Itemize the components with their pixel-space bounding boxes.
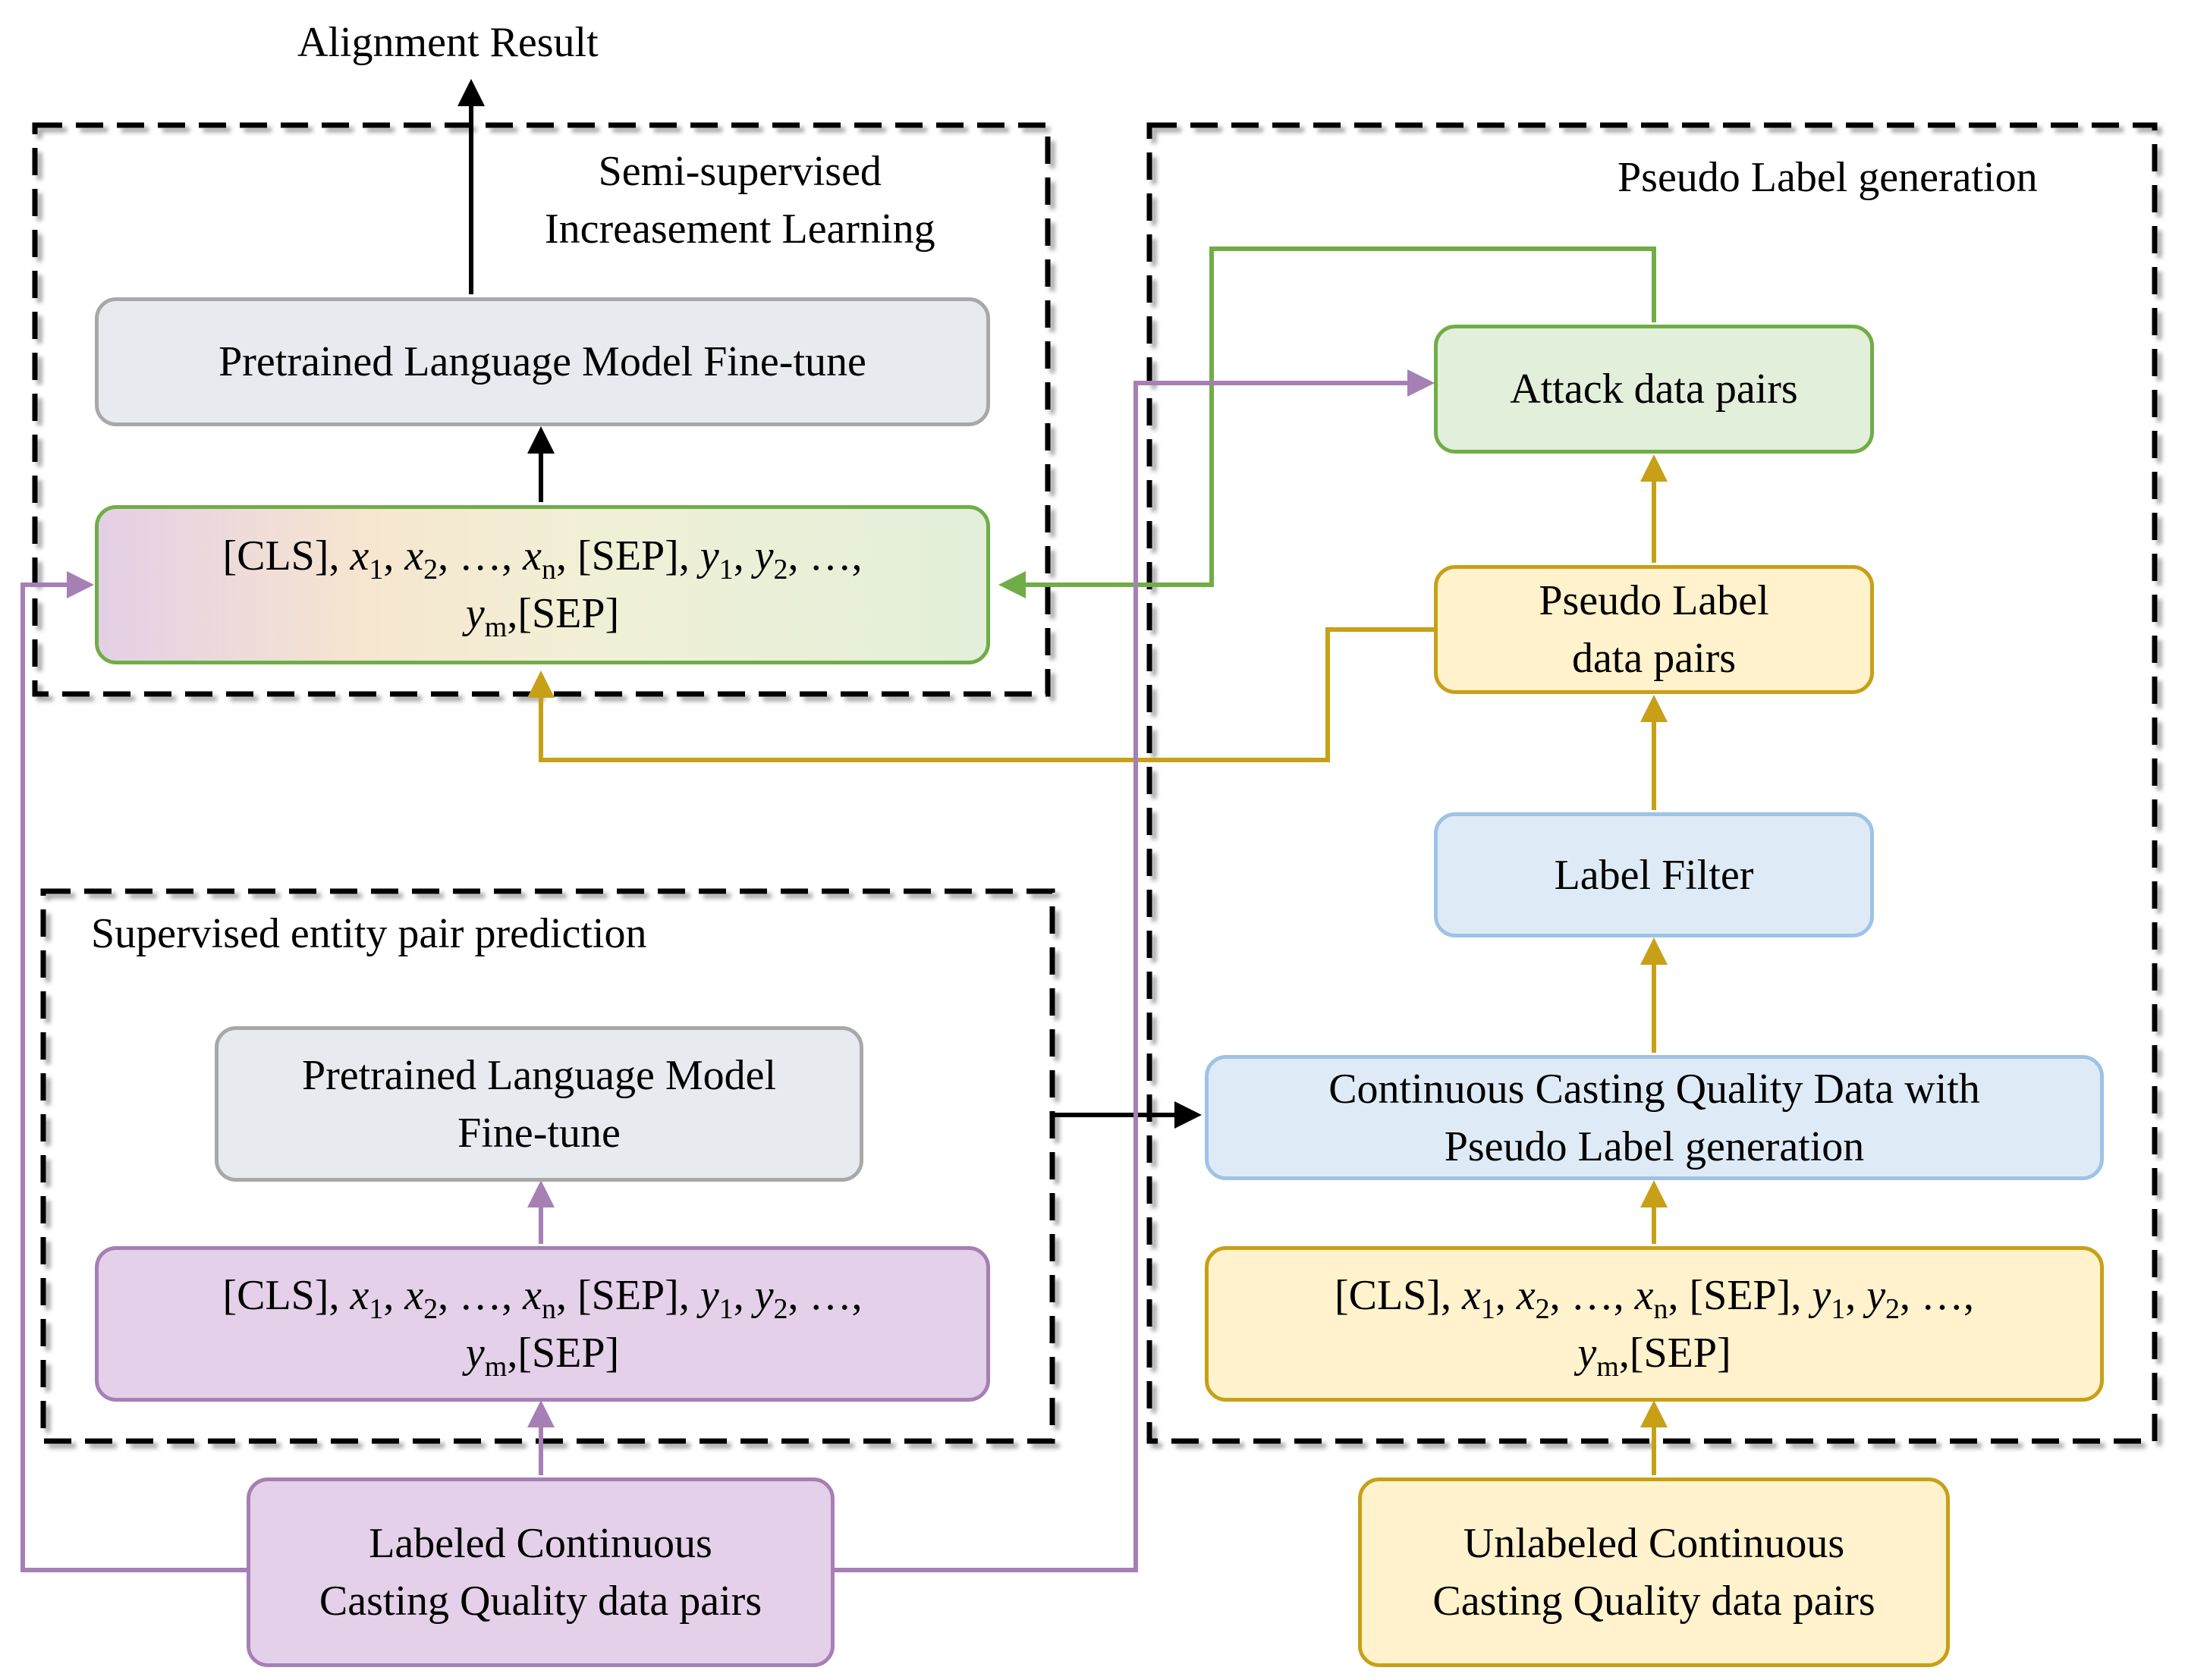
region-pseudo-label-title: Pseudo Label generation	[1618, 154, 2038, 201]
sequence-box-unlabeled: [CLS], x1, x2, …, xn, [SEP], y1, y2, …, …	[1205, 1246, 2104, 1402]
attack-data-pairs-box: Attack data pairs	[1434, 325, 1874, 454]
region-semi-supervised-title: Semi-supervised Increasement Learning	[545, 148, 935, 253]
sequence-box-labeled: [CLS], x1, x2, …, xn, [SEP], y1, y2, …, …	[95, 1246, 990, 1402]
labeled-data-box: Labeled Continuous Casting Quality data …	[247, 1477, 835, 1667]
cc-quality-pseudo-box: Continuous Casting Quality Data with Pse…	[1205, 1055, 2104, 1180]
arrow-attack-to-sequence	[998, 247, 1656, 598]
plm-finetune-bottom-box: Pretrained Language Model Fine-tune	[215, 1026, 863, 1182]
label-filter-box: Label Filter	[1434, 812, 1874, 937]
arrow-labeled-to-sequence	[20, 571, 247, 1572]
region-pseudo-label-frame	[1146, 122, 2158, 1444]
region-semi-supervised-frame	[32, 122, 1051, 697]
arrow-labeled-to-attack	[835, 369, 1435, 1572]
sequence-box-combined: [CLS], x1, x2, …, xn, [SEP], y1, y2, …, …	[95, 505, 990, 664]
unlabeled-data-box: Unlabeled Continuous Casting Quality dat…	[1358, 1477, 1950, 1667]
region-supervised-title: Supervised entity pair prediction	[91, 910, 647, 957]
pseudo-label-pairs-box: Pseudo Label data pairs	[1434, 565, 1874, 694]
arrow-pseudo-to-sequence	[527, 627, 1438, 762]
region-supervised-frame	[40, 888, 1055, 1444]
plm-finetune-top-box: Pretrained Language Model Fine-tune	[95, 297, 990, 426]
alignment-result-label: Alignment Result	[297, 19, 599, 66]
